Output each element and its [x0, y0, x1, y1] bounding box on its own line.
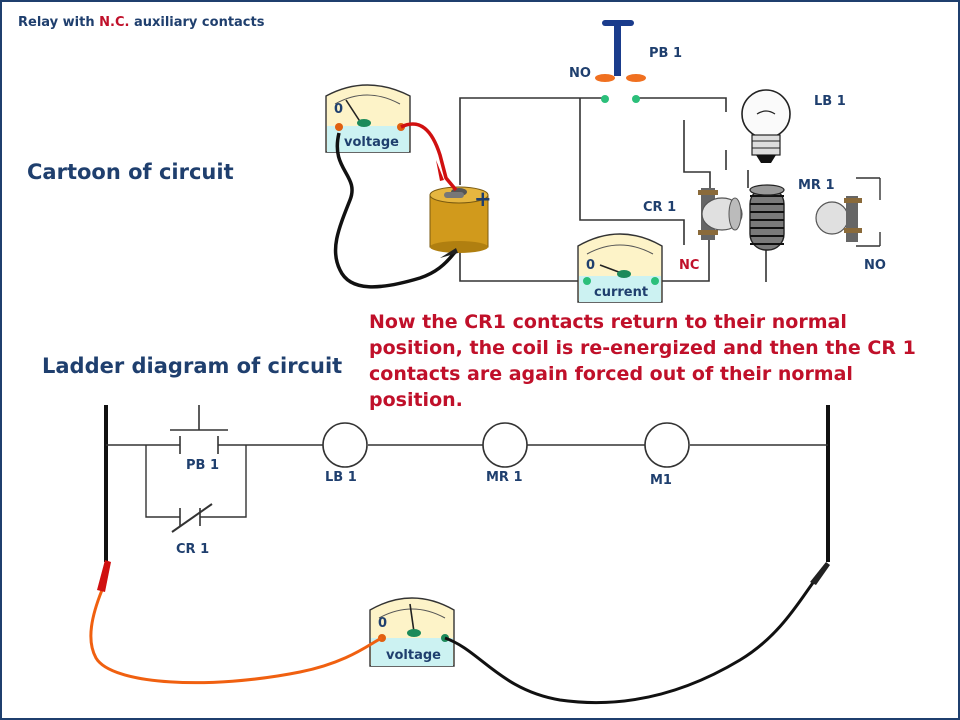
ladder-m1-load: [644, 422, 690, 468]
ladder-label-pb1: PB 1: [186, 458, 219, 473]
title-prefix: Relay with: [18, 15, 99, 30]
cartoon-label-mr1: MR 1: [798, 178, 835, 193]
ladder-pb1-contact: [170, 405, 228, 454]
title-highlight: N.C.: [99, 15, 129, 30]
voltage-meter-cartoon-zero: 0: [334, 102, 343, 117]
ladder-label-m1: M1: [650, 473, 672, 488]
cartoon-label-nc: NC: [679, 258, 699, 273]
title-suffix: auxiliary contacts: [129, 15, 264, 30]
relay-coil: [749, 184, 785, 251]
ladder-heading: Ladder diagram of circuit: [42, 354, 342, 378]
voltage-meter-ladder-label: voltage: [386, 648, 441, 663]
cartoon-heading: Cartoon of circuit: [27, 160, 234, 184]
voltage-meter-ladder: [369, 597, 455, 667]
battery: [429, 186, 489, 253]
ladder-lb1-load: [322, 422, 368, 468]
cartoon-label-no-top: NO: [569, 66, 591, 81]
battery-plus-sign: +: [474, 187, 492, 211]
cartoon-label-lb1: LB 1: [814, 94, 846, 109]
cartoon-label-cr1: CR 1: [643, 200, 676, 215]
light-bulb-lb1: [741, 89, 791, 163]
ladder-rung: [106, 444, 828, 518]
slide-title: Relay with N.C. auxiliary contacts: [18, 15, 265, 30]
ladder-cr1-contact: [171, 503, 213, 533]
ladder-test-leads: [89, 560, 830, 705]
voltage-meter-cartoon-label: voltage: [344, 135, 399, 150]
current-meter: [577, 233, 663, 303]
ladder-label-mr1: MR 1: [486, 470, 523, 485]
ladder-label-lb1: LB 1: [325, 470, 357, 485]
relay-contact-cr1: [698, 188, 743, 240]
voltage-meter-cartoon: [325, 84, 411, 153]
voltage-meter-ladder-zero: 0: [378, 616, 387, 631]
cartoon-label-no-right: NO: [864, 258, 886, 273]
ladder-mr1-load: [482, 422, 528, 468]
current-meter-label: current: [594, 285, 648, 300]
cartoon-test-leads: [333, 122, 458, 289]
push-button-pb1: [595, 20, 646, 103]
ladder-label-cr1: CR 1: [176, 542, 209, 557]
explanation-note: Now the CR1 contacts return to their nor…: [369, 311, 916, 411]
current-meter-zero: 0: [586, 258, 595, 273]
cartoon-wires: [459, 97, 880, 282]
relay-contact-mr1: [815, 178, 881, 246]
cartoon-label-pb1: PB 1: [649, 46, 682, 61]
